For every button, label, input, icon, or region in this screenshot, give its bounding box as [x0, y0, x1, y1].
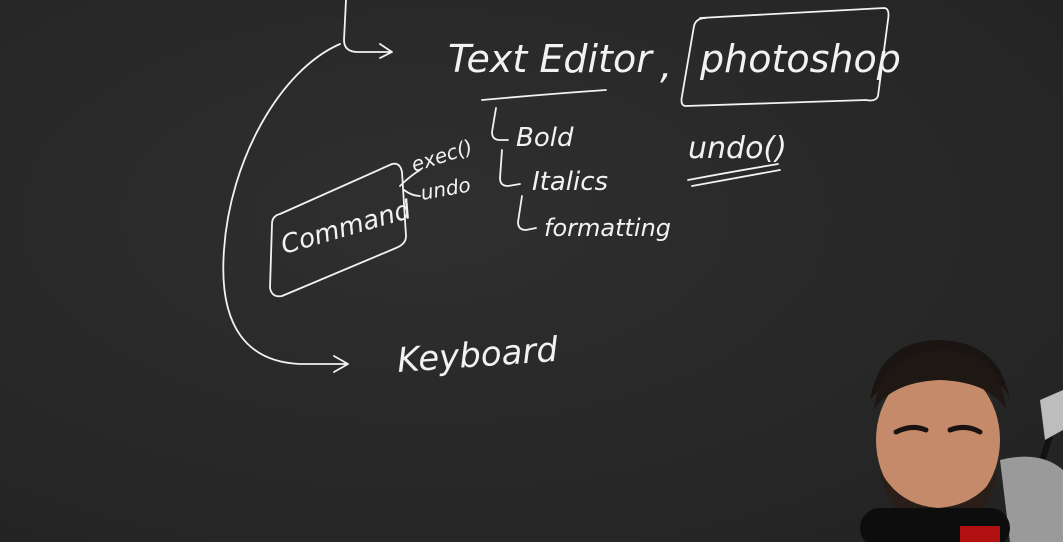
undo-function-label: undo() — [688, 131, 787, 166]
undo-underline-2 — [691, 169, 781, 187]
photoshop-box — [680, 7, 890, 107]
bold-label: Bold — [516, 123, 574, 153]
exec-link — [399, 169, 421, 187]
command-label: Command — [278, 195, 415, 261]
top-arrow — [343, 0, 393, 59]
undo-link — [403, 189, 421, 197]
face — [876, 365, 1000, 515]
exec-label: exec() — [408, 134, 475, 176]
text-editor-label: Text Editor — [448, 37, 654, 81]
italics-label: Italics — [532, 167, 608, 197]
undo-label: undo — [419, 173, 473, 205]
keyboard-label: Keyboard — [396, 330, 560, 381]
bold-branch — [491, 107, 509, 141]
right-eyebrow — [947, 424, 983, 435]
undo-underline-1 — [687, 163, 779, 181]
text-editor-underline — [481, 89, 607, 101]
italics-branch — [499, 149, 521, 187]
formatting-label: formatting — [544, 214, 671, 242]
curve-connector — [222, 43, 349, 373]
presenter-webcam — [860, 340, 1063, 542]
comma-separator: , — [660, 43, 672, 87]
mic-tag — [960, 526, 1000, 542]
chair — [1000, 456, 1063, 542]
hair-top — [874, 350, 1006, 410]
command-box — [269, 162, 407, 298]
photoshop-label: photoshop — [699, 37, 901, 81]
mic-clip — [1040, 390, 1063, 440]
formatting-branch — [517, 195, 537, 231]
left-eyebrow — [893, 424, 929, 435]
